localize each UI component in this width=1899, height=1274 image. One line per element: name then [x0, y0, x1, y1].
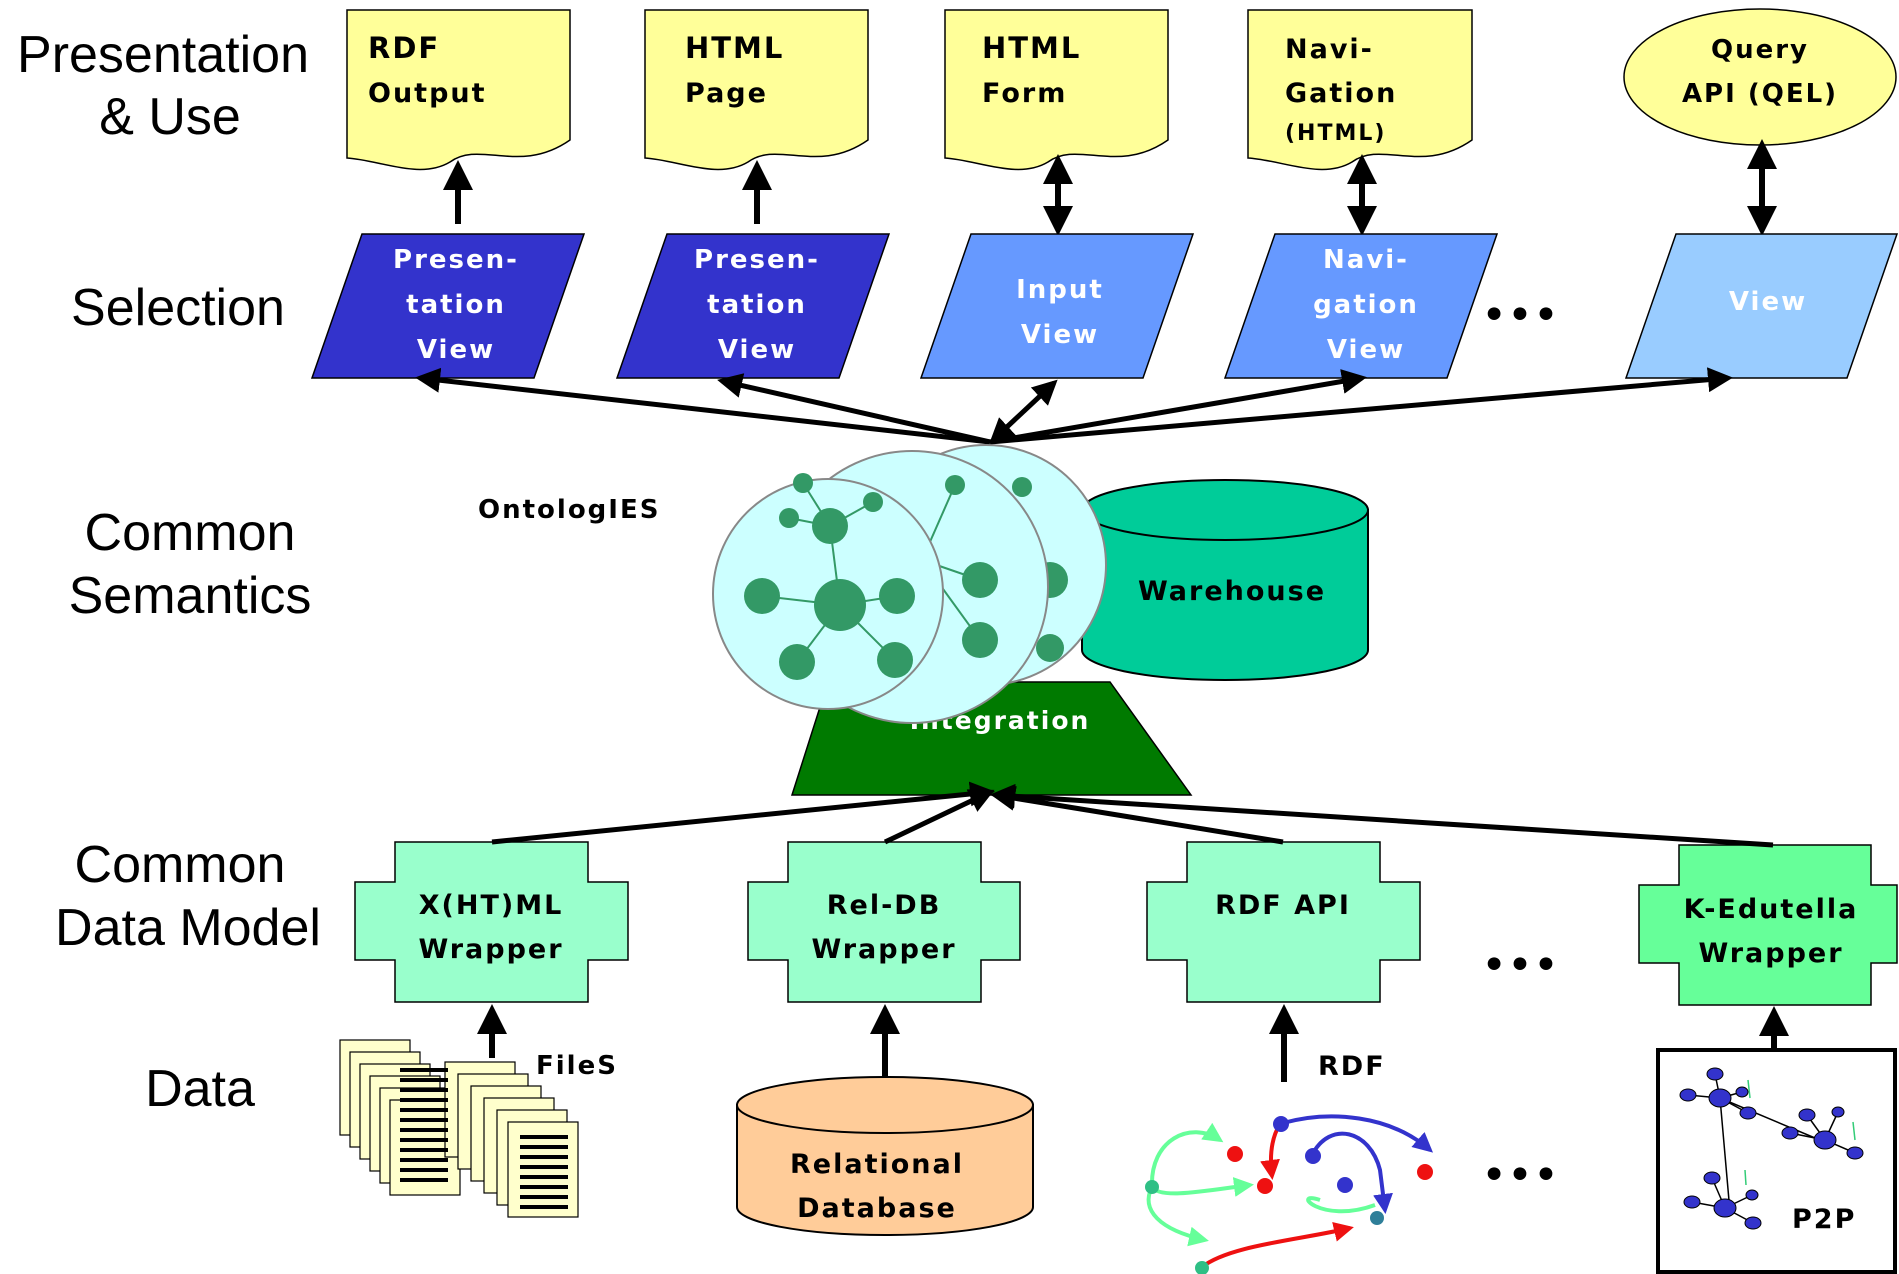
ontology-node [744, 473, 915, 680]
svg-text:Gation: Gation [1285, 78, 1397, 109]
query-api: Query API (QEL) [1623, 8, 1897, 146]
relational-database: Relational Database [736, 1076, 1034, 1236]
wrapper-k-edutella: K-Edutella Wrapper [1638, 844, 1898, 1006]
view-output-arrows [443, 139, 1777, 236]
svg-text:Semantics: Semantics [69, 567, 312, 625]
layer-label-selection: Selection [71, 279, 285, 337]
svg-text:Common: Common [75, 836, 286, 894]
svg-text:Warehouse: Warehouse [1138, 576, 1326, 607]
svg-text:Wrapper: Wrapper [418, 934, 563, 965]
output-html-page: HTML Page [644, 9, 869, 171]
view-navigation: Navi- gation View [1223, 233, 1499, 379]
svg-text:Data Model: Data Model [55, 899, 321, 957]
ellipsis-data: ••• [1481, 1150, 1559, 1201]
svg-text:Presen-: Presen- [393, 245, 519, 275]
svg-text:tation: tation [707, 290, 807, 320]
svg-text:Wrapper: Wrapper [811, 934, 956, 965]
wrapper-reldb: Rel-DB Wrapper [747, 841, 1021, 1003]
layer-label-data: Data [145, 1060, 255, 1118]
svg-text:Navi-: Navi- [1323, 245, 1409, 275]
svg-text:API (QEL): API (QEL) [1682, 79, 1838, 109]
svg-text:View: View [1021, 320, 1099, 350]
svg-text:& Use: & Use [99, 88, 241, 146]
svg-text:RDF: RDF [368, 31, 440, 65]
rdf-label: RDF [1318, 1051, 1386, 1082]
output-rdf: RDF Output [346, 9, 571, 171]
svg-text:Input: Input [1016, 275, 1104, 305]
svg-text:X(HT)ML: X(HT)ML [419, 890, 564, 921]
svg-text:tation: tation [406, 290, 506, 320]
svg-text:HTML: HTML [982, 31, 1081, 65]
svg-text:View: View [1327, 335, 1405, 365]
svg-text:Common: Common [85, 504, 296, 562]
wrapper-xhtml: X(HT)ML Wrapper [354, 841, 629, 1003]
p2p-label: P2P [1792, 1204, 1856, 1235]
svg-text:Page: Page [685, 78, 768, 109]
output-html-form: HTML Form [944, 9, 1169, 171]
view-generic: View [1624, 233, 1899, 379]
svg-text:Relational: Relational [790, 1149, 964, 1180]
svg-text:RDF API: RDF API [1215, 890, 1351, 921]
view-presentation-1: Presen- tation View [310, 233, 586, 379]
svg-text:K-Edutella: K-Edutella [1684, 894, 1859, 925]
svg-text:Database: Database [797, 1193, 957, 1224]
svg-text:(HTML): (HTML) [1285, 121, 1386, 146]
warehouse-db: Warehouse [1081, 479, 1369, 681]
wrapper-integration-arrows [491, 781, 1774, 848]
svg-text:Presentation: Presentation [17, 26, 309, 84]
svg-text:Presen-: Presen- [694, 245, 820, 275]
rdf-graph [1145, 1114, 1434, 1274]
p2p-network: P2P [1656, 1048, 1897, 1274]
svg-text:gation: gation [1313, 290, 1419, 320]
svg-text:Output: Output [368, 78, 487, 109]
files-label: FileS [536, 1051, 618, 1081]
semantics-view-arrows [415, 367, 1733, 445]
view-presentation-2: Presen- tation View [615, 233, 891, 379]
svg-text:Form: Form [982, 78, 1067, 109]
svg-text:Navi-: Navi- [1285, 34, 1374, 65]
ontology-graph [712, 473, 944, 710]
svg-text:View: View [718, 335, 796, 365]
file-text-lines [400, 1068, 568, 1209]
ellipsis-views: ••• [1481, 290, 1559, 341]
svg-text:View: View [417, 335, 495, 365]
layer-label-presentation: Presentation & Use [17, 26, 309, 146]
output-navigation: Navi- Gation (HTML) [1247, 9, 1473, 171]
wrapper-rdf-api: RDF API [1146, 841, 1421, 1003]
layer-label-datamodel: Common Data Model [55, 836, 321, 957]
data-wrapper-arrows [477, 1004, 1789, 1082]
svg-text:HTML: HTML [685, 31, 784, 65]
p2p-node [1679, 1067, 1864, 1230]
svg-text:View: View [1729, 287, 1807, 317]
view-input: Input View [919, 233, 1195, 379]
svg-text:Rel-DB: Rel-DB [827, 890, 942, 921]
svg-text:Wrapper: Wrapper [1698, 938, 1843, 969]
ontologies-label: OntologIES [478, 495, 660, 525]
layer-label-semantics: Common Semantics [69, 504, 312, 625]
svg-text:Query: Query [1711, 35, 1809, 65]
files-stack [339, 1039, 579, 1218]
ellipsis-wrappers: ••• [1481, 940, 1559, 991]
